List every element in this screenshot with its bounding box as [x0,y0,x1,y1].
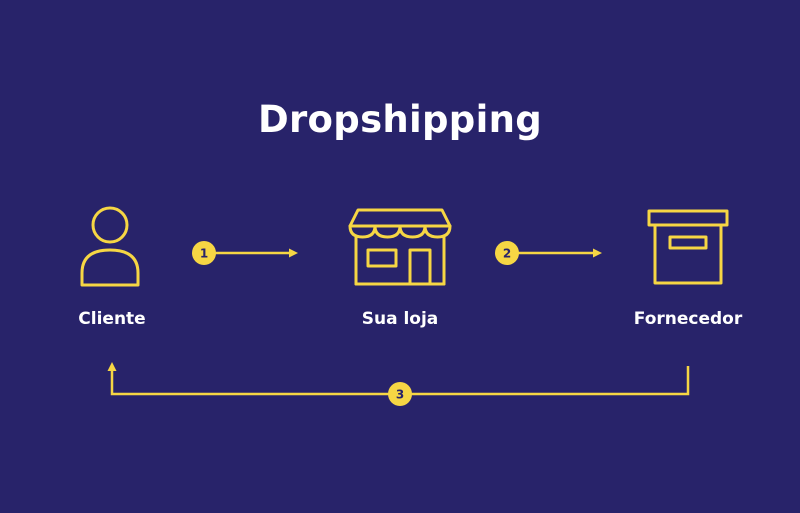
step-1-arrow [215,248,298,258]
customer-label: Cliente [78,309,145,329]
box-icon [647,209,729,285]
step-2-badge: 2 [495,241,519,265]
storefront-icon [348,208,452,286]
step-2-number: 2 [503,247,511,261]
step-1-badge: 1 [192,241,216,265]
person-icon [80,206,140,287]
diagram-title: Dropshipping [258,98,542,141]
supplier-label: Fornecedor [634,309,743,329]
step-2-arrow [518,248,602,258]
step-3-badge: 3 [388,382,412,406]
store-label: Sua loja [362,309,439,329]
step-1-number: 1 [200,247,208,261]
step-3-number: 3 [396,388,404,402]
